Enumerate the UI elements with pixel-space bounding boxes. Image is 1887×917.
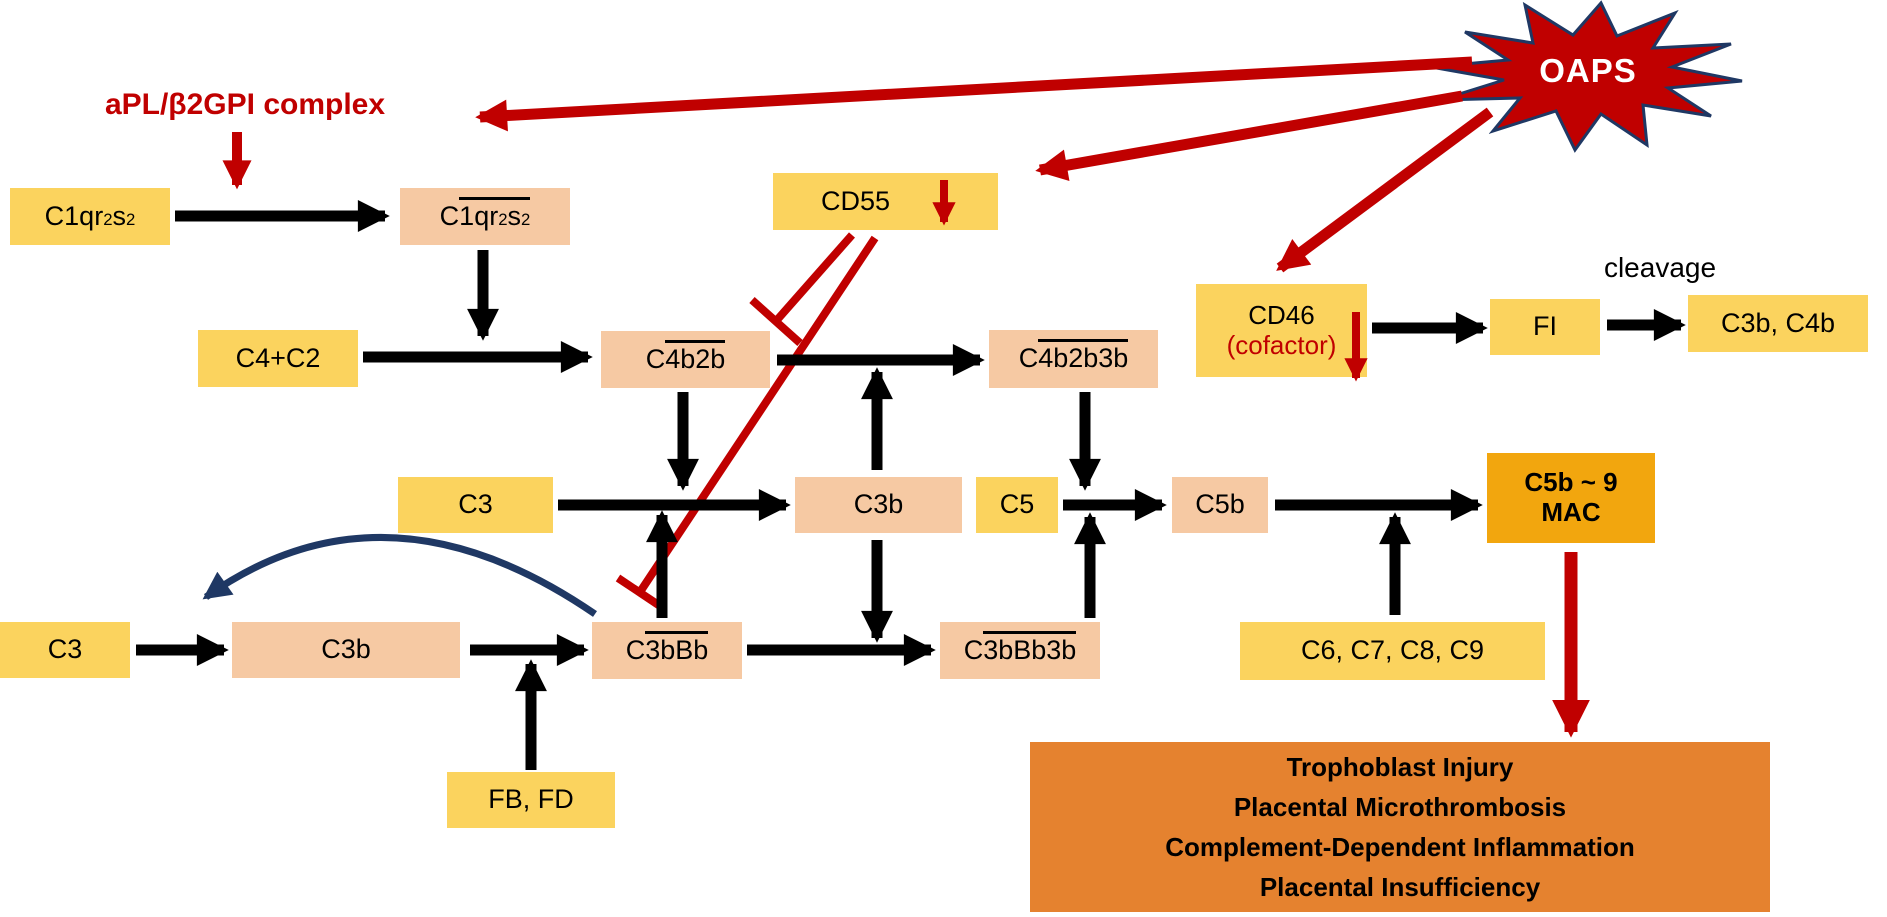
outcome-line-placental-insufficiency: Placental Insufficiency xyxy=(1259,872,1541,902)
node-mac-label: MAC xyxy=(1541,497,1601,527)
node-c3bbb-label: C3bBb xyxy=(626,630,709,666)
node-c1qr2s2-label: C1qr2s2 xyxy=(44,200,136,231)
node-c3bbb: C3bBb xyxy=(592,622,742,679)
node-cd46: CD46 (cofactor) xyxy=(1196,284,1367,377)
apl-b2gpi-complex-label: aPL/β2GPI complex xyxy=(104,88,386,121)
outcome-line-trophoblast-injury: Trophoblast Injury xyxy=(1286,752,1514,782)
node-c4-c2: C4+C2 xyxy=(198,330,358,387)
node-c4b2b3b-label: C4b2b3b xyxy=(1019,339,1129,374)
node-c3b-c4b-products-label: C3b, C4b xyxy=(1720,307,1836,338)
outcome-line-complement-dependent-inflammation: Complement-Dependent Inflammation xyxy=(1165,832,1635,862)
node-c4b2b3b: C4b2b3b xyxy=(989,330,1158,388)
outcome-box: Trophoblast Injury Placental Microthromb… xyxy=(1030,742,1770,912)
node-c5b-label: C5b xyxy=(1195,489,1245,520)
node-fi: FI xyxy=(1490,299,1600,355)
node-c3-alternative-label: C3 xyxy=(47,634,83,665)
node-c3bbb3b-label: C3bBb3b xyxy=(964,630,1077,666)
node-c1qr2s2-activated-label: C1qr2s2 xyxy=(440,196,531,232)
node-c1qr2s2: C1qr2s2 xyxy=(10,188,170,245)
oaps-to-apl-arrow xyxy=(475,56,1473,132)
node-c3b-c4b-products: C3b, C4b xyxy=(1688,295,1868,352)
node-c5b: C5b xyxy=(1172,477,1268,533)
outcome-line-placental-microthrombosis: Placental Microthrombosis xyxy=(1233,792,1567,822)
node-c3bbb3b: C3bBb3b xyxy=(940,622,1100,679)
amplification-loop-arc xyxy=(202,534,597,617)
node-c4b2b: C4b2b xyxy=(601,331,770,388)
cd55-inhibits-c4b2b-shaft xyxy=(774,232,855,323)
cleavage-label: cleavage xyxy=(1603,252,1717,283)
node-c3-classical-label: C3 xyxy=(458,489,493,520)
node-c5-label: C5 xyxy=(999,489,1035,520)
node-c5: C5 xyxy=(976,477,1058,533)
node-c6-c7-c8-c9: C6, C7, C8, C9 xyxy=(1240,622,1545,680)
oaps-to-cd46-arrow xyxy=(1276,107,1494,273)
node-c4b2b-label: C4b2b xyxy=(646,339,726,375)
node-c3b-classical-label: C3b xyxy=(853,489,904,520)
oaps-to-cd55-arrow xyxy=(1035,90,1463,182)
node-c5b9-mac: C5b ~ 9 MAC xyxy=(1487,453,1655,543)
node-cd55-label: CD55 xyxy=(820,185,891,216)
node-c3b-alternative-label: C3b xyxy=(321,634,371,665)
node-c3-classical: C3 xyxy=(398,477,553,533)
node-cd55: CD55 xyxy=(773,173,998,230)
node-c3b-alternative: C3b xyxy=(232,622,460,678)
node-c5b9-label: C5b ~ 9 xyxy=(1524,467,1618,498)
node-fi-label: FI xyxy=(1533,311,1557,342)
node-fb-fd: FB, FD xyxy=(447,772,615,828)
node-cd46-label: CD46 xyxy=(1248,299,1315,330)
cd55-inhibits-c3bbb-shaft xyxy=(636,235,879,595)
node-c3b-classical: C3b xyxy=(795,477,962,533)
node-c4-c2-label: C4+C2 xyxy=(235,342,321,373)
node-c3-alternative: C3 xyxy=(0,622,130,678)
oaps-label: OAPS xyxy=(1539,52,1637,89)
cd55-inhibits-c3bbb-tee xyxy=(615,574,663,610)
node-c6-c7-c8-c9-label: C6, C7, C8, C9 xyxy=(1300,635,1485,666)
node-c1qr2s2-activated: C1qr2s2 xyxy=(400,188,570,245)
node-cd46-cofactor-label: (cofactor) xyxy=(1226,329,1337,360)
node-fb-fd-label: FB, FD xyxy=(488,784,574,815)
